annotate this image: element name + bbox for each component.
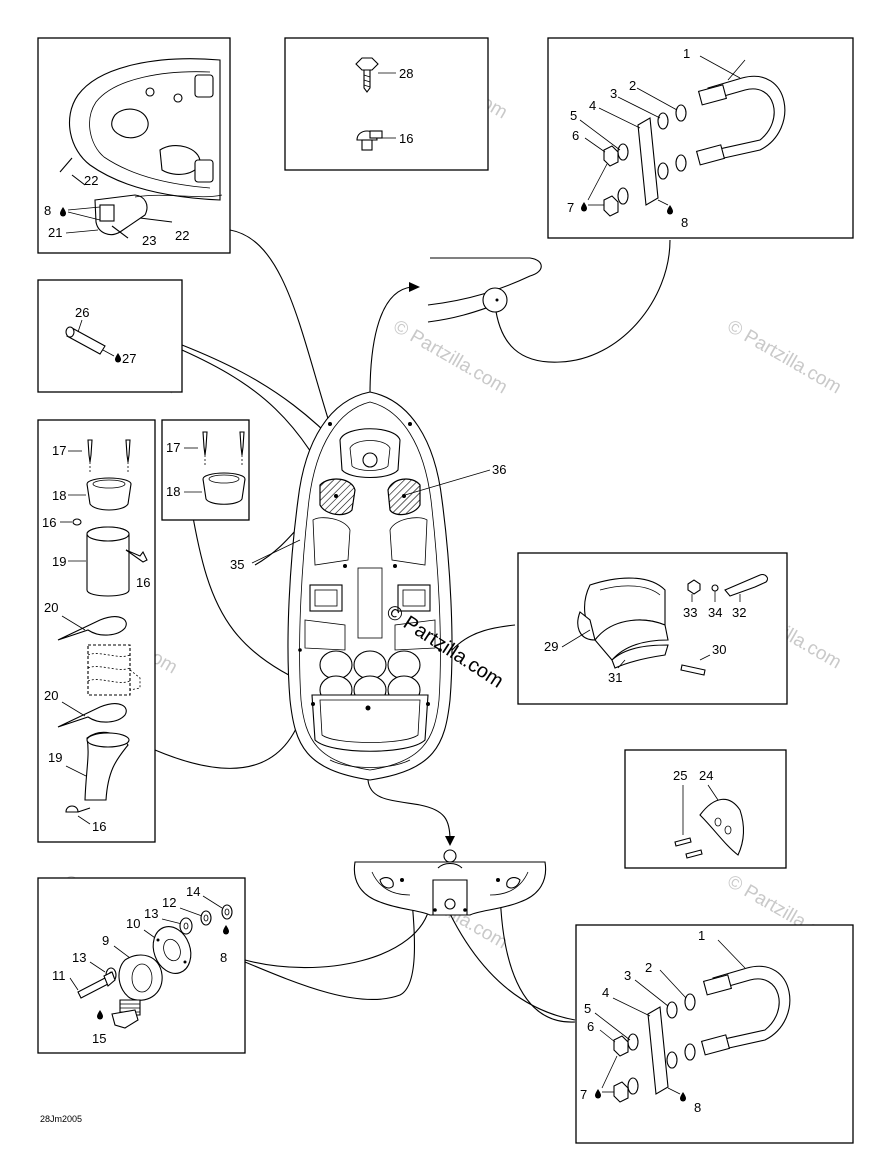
callout-3: 3	[624, 968, 631, 983]
callout-27: 27	[122, 351, 136, 366]
callout-7: 7	[580, 1087, 587, 1102]
callout-1: 1	[698, 928, 705, 943]
callout-20: 20	[44, 600, 58, 615]
callout-16: 16	[42, 515, 56, 530]
callout-23: 23	[142, 233, 156, 248]
callout-10: 10	[126, 916, 140, 931]
callout-17: 17	[52, 443, 66, 458]
callout-leader	[404, 469, 491, 496]
callout-1: 1	[683, 46, 690, 61]
callout-17: 17	[166, 440, 180, 455]
callout-16: 16	[136, 575, 150, 590]
box-cup-holder: 17 18	[161, 419, 250, 521]
callout-30: 30	[712, 642, 726, 657]
callout-13: 13	[72, 950, 86, 965]
box-rear-deflector: 29 31 33 34 32 30	[517, 552, 788, 705]
box-drain-plug: 14 8 12 13 10 9 15 13 11	[37, 877, 246, 1054]
callout-19: 19	[48, 750, 62, 765]
callout-leader	[251, 539, 301, 564]
hull-side-profile	[427, 257, 542, 323]
callout-32: 32	[732, 605, 746, 620]
callout-6: 6	[587, 1019, 594, 1034]
watermark-text: © Partzilla.com	[390, 316, 511, 398]
callout-26: 26	[75, 305, 89, 320]
box-ubolt-bottom: 1 2 3 4 5 6 7 8	[575, 924, 854, 1144]
hull-top-view	[287, 391, 453, 781]
callout-8: 8	[220, 950, 227, 965]
arrow-head	[445, 836, 455, 846]
callout-36: 36	[492, 462, 506, 477]
callout-5: 5	[584, 1001, 591, 1016]
callout-15: 15	[92, 1031, 106, 1046]
callout-29: 29	[544, 639, 558, 654]
callout-5: 5	[570, 108, 577, 123]
box-ubolt-top: 1 2 3 4 5 6 7 8	[547, 37, 854, 239]
callout-18: 18	[166, 484, 180, 499]
callout-3: 3	[610, 86, 617, 101]
box-bracket: 25 24	[624, 749, 787, 869]
callout-20: 20	[44, 688, 58, 703]
watermark-text: © Partzilla.com	[724, 316, 845, 398]
callout-8: 8	[681, 215, 688, 230]
callout-34: 34	[708, 605, 722, 620]
callout-22: 22	[84, 173, 98, 188]
callout-35: 35	[230, 557, 244, 572]
callout-21: 21	[48, 225, 62, 240]
callout-31: 31	[608, 670, 622, 685]
callout-4: 4	[602, 985, 609, 1000]
callout-6: 6	[572, 128, 579, 143]
callout-12: 12	[162, 895, 176, 910]
callout-25: 25	[673, 768, 687, 783]
box-screws: 28 16	[284, 37, 489, 171]
callout-7: 7	[567, 200, 574, 215]
arrow-head	[409, 282, 420, 292]
callout-9: 9	[102, 933, 109, 948]
callout-19: 19	[52, 554, 66, 569]
callout-2: 2	[629, 78, 636, 93]
callout-11: 11	[52, 968, 66, 983]
box-rod: 26 27	[37, 279, 183, 393]
callout-8: 8	[44, 203, 51, 218]
diagram-code: 28Jm2005	[40, 1114, 82, 1124]
hull-rear-view	[353, 849, 547, 916]
callout-4: 4	[589, 98, 596, 113]
callout-22: 22	[175, 228, 189, 243]
callout-16: 16	[92, 819, 106, 834]
callout-24: 24	[699, 768, 713, 783]
callout-33: 33	[683, 605, 697, 620]
callout-13: 13	[144, 906, 158, 921]
callout-14: 14	[186, 884, 200, 899]
callout-16: 16	[399, 131, 413, 146]
callout-18: 18	[52, 488, 66, 503]
box-hose-assembly: 17 18 16 19 16 20 20 19 16	[37, 419, 156, 843]
callout-8: 8	[694, 1100, 701, 1115]
callout-28: 28	[399, 66, 413, 81]
box-front-seat-detail: 22 8 21 23 22	[37, 37, 231, 254]
callout-2: 2	[645, 960, 652, 975]
